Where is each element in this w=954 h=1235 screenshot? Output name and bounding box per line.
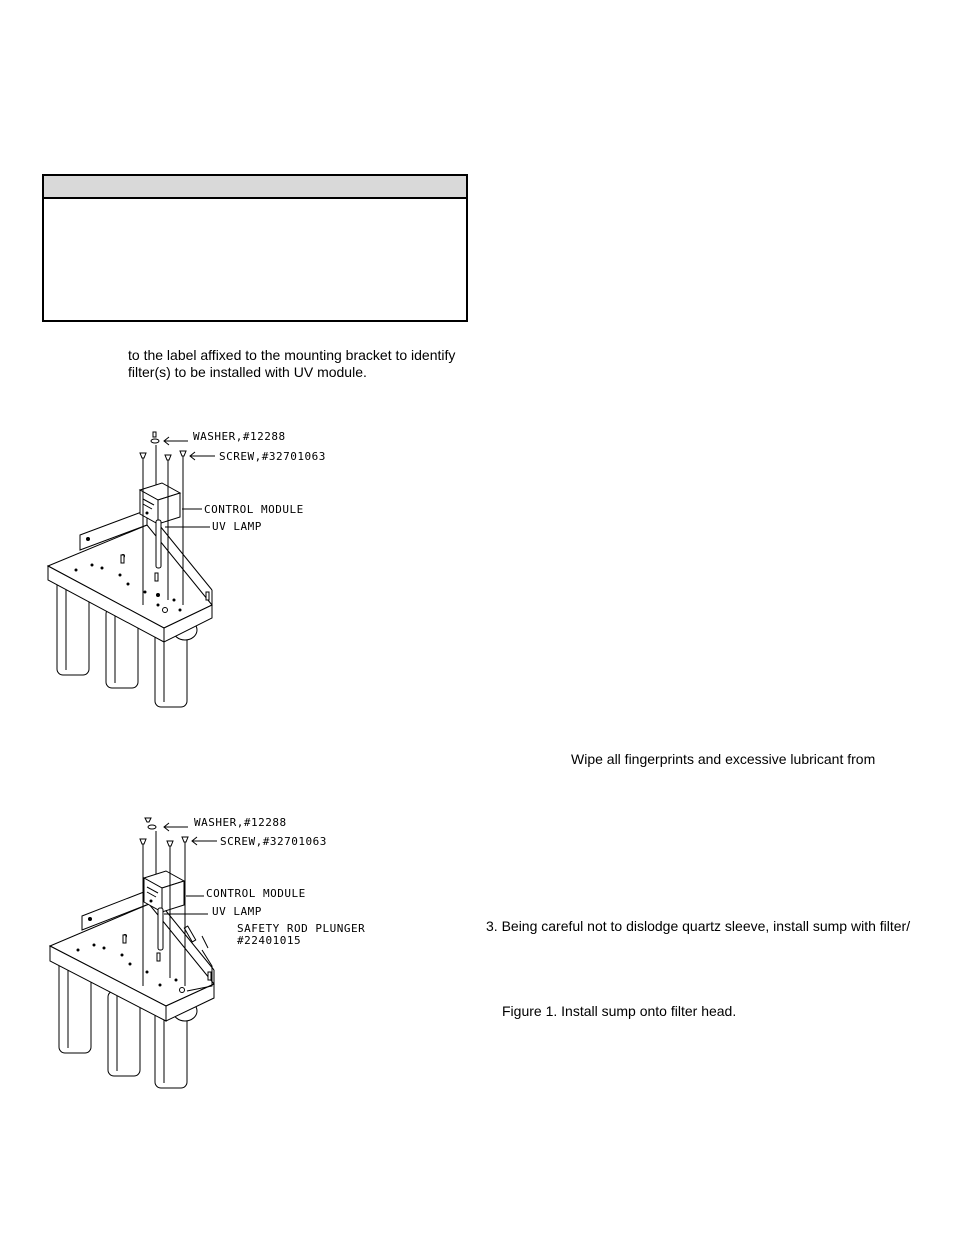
diagram2-safety-rod-label: SAFETY ROD PLUNGER	[237, 922, 365, 935]
diagram1-screw-label: SCREW,#32701063	[219, 450, 326, 463]
diagram1-uv-lamp-label: UV LAMP	[212, 520, 262, 533]
figure-1-caption: Figure 1. Install sump onto filter head.	[502, 1003, 737, 1019]
diagram2-uv-lamp-label: UV LAMP	[212, 905, 262, 918]
step-3-instruction: 3. Being careful not to dislodge quartz …	[486, 918, 911, 934]
uv-module-diagram-1: WASHER,#12288 SCREW,#32701063 CONTROL MO…	[46, 430, 326, 708]
diagram2-washer-label: WASHER,#12288	[194, 816, 287, 829]
diagram1-washer-label: WASHER,#12288	[193, 430, 286, 443]
uv-module-diagram-2: WASHER,#12288 SCREW,#32701063 CONTROL MO…	[48, 816, 365, 1089]
mounting-bracket	[48, 889, 215, 1022]
diagram2-safety-rod-part-label: #22401015	[237, 934, 301, 947]
control-module-drawing	[138, 482, 182, 569]
diagram2-screw-label: SCREW,#32701063	[220, 835, 327, 848]
diagram1-control-module-label: CONTROL MODULE	[204, 503, 304, 516]
control-module-drawing	[142, 870, 186, 951]
wipe-instruction: Wipe all fingerprints and excessive lubr…	[571, 751, 876, 767]
mounting-bracket	[46, 509, 213, 643]
diagram2-control-module-label: CONTROL MODULE	[206, 887, 306, 900]
intro-line-1: to the label affixed to the mounting bra…	[128, 347, 456, 363]
washer-and-screws	[139, 431, 187, 605]
notice-box	[42, 174, 468, 322]
notice-header	[44, 176, 466, 199]
safety-rod-plunger-drawing	[183, 925, 213, 992]
intro-line-2: filter(s) to be installed with UV module…	[128, 364, 367, 380]
